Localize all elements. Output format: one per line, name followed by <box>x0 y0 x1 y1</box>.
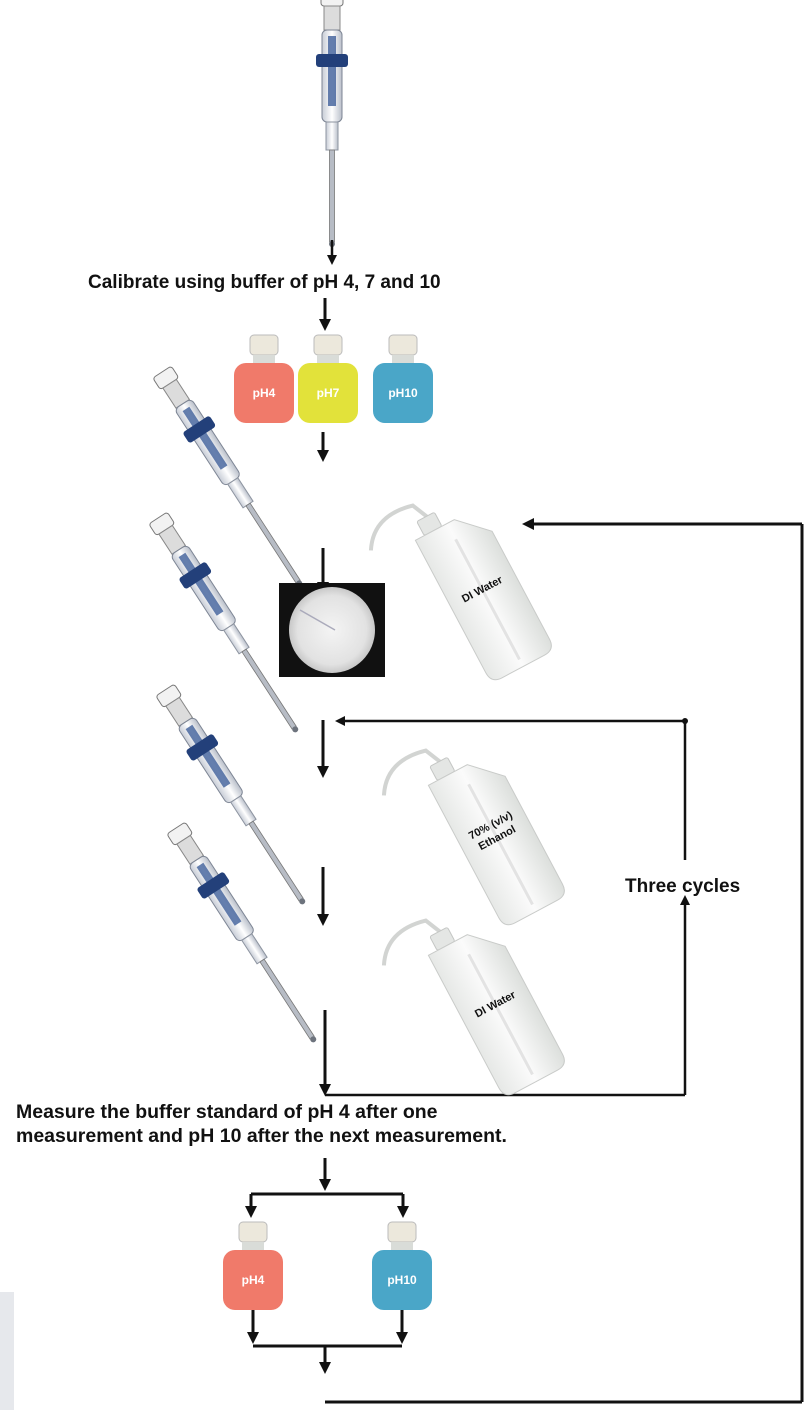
buffer-bottle-ph4-bottom: pH4 <box>223 1221 283 1310</box>
split-arrows <box>245 1158 409 1218</box>
three-cycles-loop <box>325 716 690 1097</box>
ph10-label: pH10 <box>388 386 418 400</box>
ph4-label: pH4 <box>253 386 276 400</box>
side-panel-tab[interactable] <box>0 1292 14 1410</box>
wash-bottle-ethanol: 70% (v/v) Ethanol <box>373 721 568 949</box>
ph-probe-ethanol <box>151 680 318 914</box>
measure-step-line2: measurement and pH 10 after the next mea… <box>16 1125 507 1147</box>
buffer-bottle-ph10-bottom: pH10 <box>372 1221 432 1310</box>
ph7-label: pH7 <box>317 386 340 400</box>
sample-tablet <box>279 583 385 677</box>
ph-probe-top <box>315 0 349 248</box>
ph-probe-rinse-2 <box>162 818 329 1052</box>
buffer-bottle-ph4: pH4 <box>234 334 294 423</box>
measure-step-text: Measure the buffer standard of pH 4 afte… <box>16 1100 507 1148</box>
three-cycles-label: Three cycles <box>625 876 741 897</box>
return-loop <box>247 518 804 1404</box>
wash-bottle-di-water-2: DI Water <box>373 891 568 1119</box>
calibrate-step-text: Calibrate using buffer of pH 4, 7 and 10 <box>88 272 441 293</box>
ph4-label-bottom: pH4 <box>242 1273 265 1287</box>
buffer-bottle-ph10: pH10 <box>373 334 433 423</box>
ph10-label-bottom: pH10 <box>387 1273 417 1287</box>
buffer-bottle-ph7: pH7 <box>298 334 358 423</box>
measure-step-line1: Measure the buffer standard of pH 4 afte… <box>16 1101 438 1123</box>
wash-bottle-di-water-1: DI Water <box>360 476 555 704</box>
